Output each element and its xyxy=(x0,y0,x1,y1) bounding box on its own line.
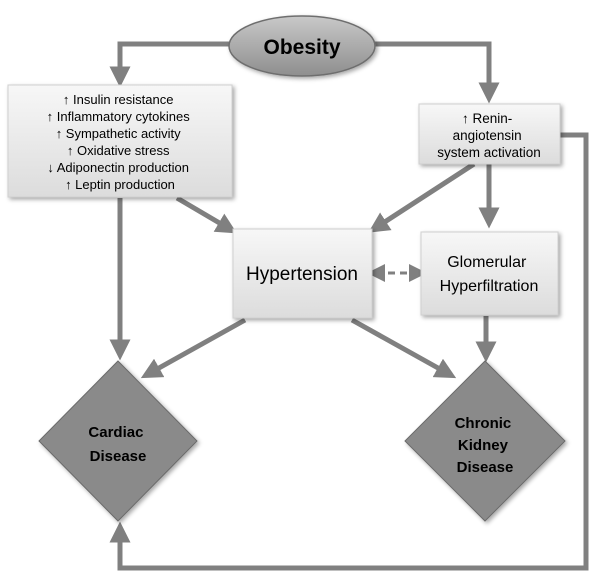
renin-line-3: system activation xyxy=(437,145,541,160)
cardiac-line-2: Disease xyxy=(90,448,147,465)
ckd-line-1: Chronic xyxy=(455,415,512,432)
hypertension-label: Hypertension xyxy=(246,264,358,285)
svg-text:Cardiac Disease: Cardiac Disease xyxy=(88,424,147,465)
svg-text:↑ Renin- angiotensin: ↑ Renin- angiotensin system activation xyxy=(437,111,541,160)
arrow-hypertension-to-cardiac xyxy=(140,317,247,379)
hypertension-box: Hypertension xyxy=(232,228,373,319)
glomerular-line-1: Glomerular xyxy=(447,254,527,271)
arrow-metabolic-to-hypertension xyxy=(175,195,238,234)
renin-line-1: ↑ Renin- xyxy=(462,111,512,126)
metabolic-effects-box: ↑ Insulin resistance ↑ Inflammatory cyto… xyxy=(7,84,233,198)
svg-text:↑ Insulin resistance ↑ I: ↑ Insulin resistance ↑ Inflammatory cyto… xyxy=(47,92,194,192)
metabolic-line-5: ↓ Adiponectin production xyxy=(47,160,189,175)
renin-line-2: angiotensin xyxy=(453,128,522,143)
chronic-kidney-disease-node: Chronic Kidney Disease xyxy=(404,360,566,522)
metabolic-line-1: ↑ Insulin resistance xyxy=(63,92,174,107)
metabolic-line-4: ↑ Oxidative stress xyxy=(67,143,170,158)
connectors xyxy=(109,41,589,571)
cardiac-disease-node: Cardiac Disease xyxy=(38,360,198,522)
arrow-renin-to-hypertension xyxy=(368,161,476,233)
renin-angiotensin-box: ↑ Renin- angiotensin system activation xyxy=(418,103,561,165)
glomerular-hyperfiltration-box: Glomerular Hyperfiltration xyxy=(420,231,559,316)
obesity-node: Obesity xyxy=(228,15,376,77)
arrow-hypertension-to-ckd xyxy=(350,317,457,379)
arrow-obesity-to-renin xyxy=(374,41,500,104)
svg-text:Glomerular Hyperfiltrati: Glomerular Hyperfiltration xyxy=(440,254,539,295)
cardiac-line-1: Cardiac xyxy=(88,424,143,441)
metabolic-line-3: ↑ Sympathetic activity xyxy=(56,126,181,141)
glomerular-line-2: Hyperfiltration xyxy=(440,278,539,295)
metabolic-line-6: ↑ Leptin production xyxy=(65,177,175,192)
ckd-line-3: Disease xyxy=(457,459,514,476)
ckd-line-2: Kidney xyxy=(458,437,509,454)
obesity-label: Obesity xyxy=(263,36,340,59)
svg-text:Chronic Kidney Dis: Chronic Kidney Disease xyxy=(455,415,516,476)
metabolic-line-2: ↑ Inflammatory cytokines xyxy=(47,109,191,124)
arrow-obesity-to-metabolic xyxy=(109,41,230,88)
arrow-renin-to-cardiac-loop xyxy=(109,132,589,571)
